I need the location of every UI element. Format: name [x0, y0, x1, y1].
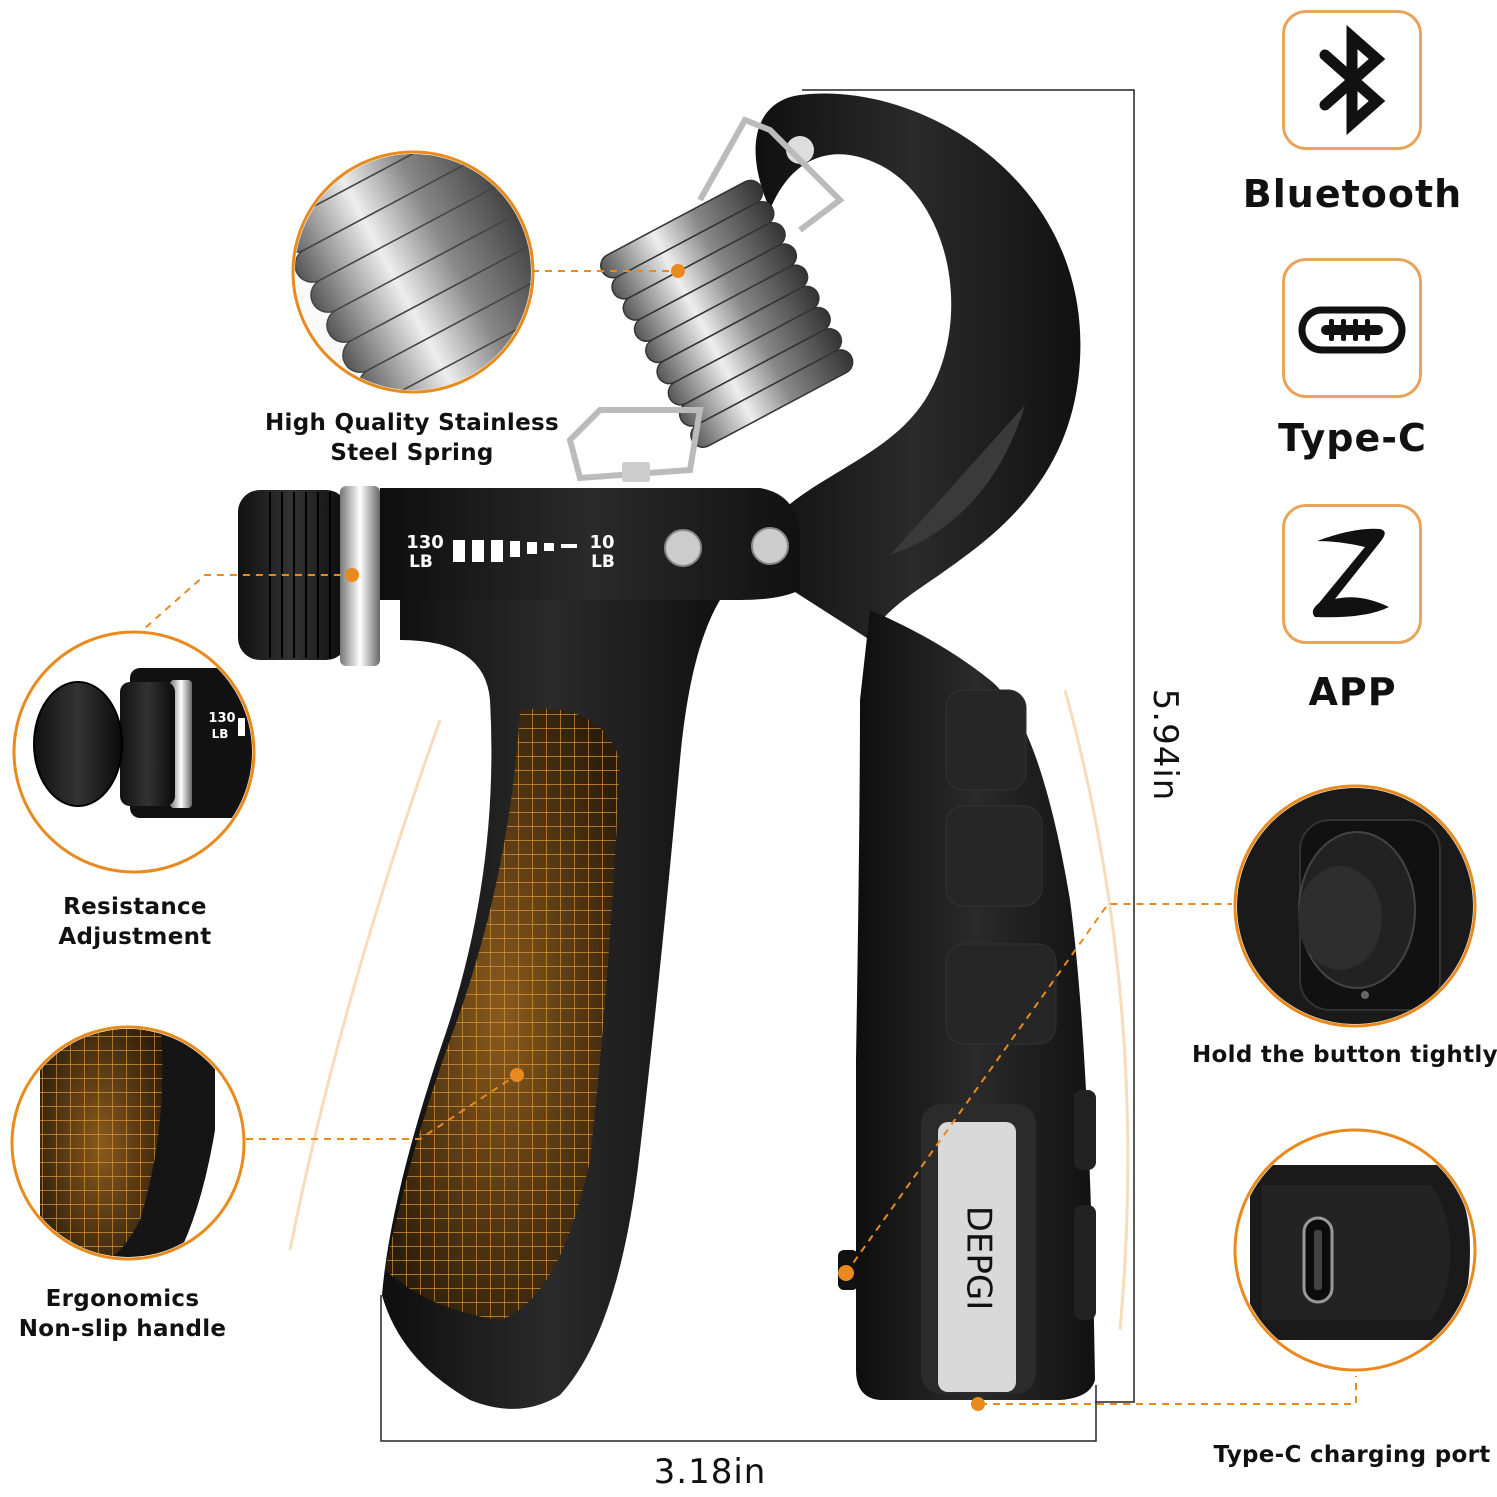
gripper-frame — [380, 488, 800, 600]
resistance-knob — [238, 486, 380, 666]
typec-label: Type-C — [1278, 416, 1427, 460]
app-logo-icon — [1312, 528, 1389, 618]
width-dimension-label: 3.18in — [653, 1452, 767, 1492]
detail-circle-port — [1233, 1128, 1477, 1372]
detail-circle-knob: 130 LB — [12, 630, 256, 874]
svg-text:130: 130 — [208, 711, 235, 726]
gripper-hook — [745, 93, 1081, 640]
spring — [600, 179, 854, 448]
app-feature-box — [1282, 504, 1422, 644]
detail-circle-grip — [10, 1025, 246, 1261]
scale-max-unit: LB — [409, 552, 433, 572]
app-label: APP — [1308, 670, 1397, 714]
usb-c-icon — [1298, 306, 1406, 354]
typec-feature-box — [1282, 258, 1422, 398]
resistance-scale: 130 LB 10 LB — [406, 532, 615, 572]
bluetooth-feature-box — [1282, 10, 1422, 150]
port-callout-label: Type-C charging port — [1213, 1442, 1491, 1468]
spring-callout-label: High Quality Stainless Steel Spring — [265, 410, 559, 466]
detail-circle-button — [1233, 784, 1477, 1028]
ergonomics-callout-label: Ergonomics Non-slip handle — [18, 1286, 227, 1342]
resistance-callout-label: Resistance Adjustment — [58, 894, 212, 950]
callout-lines — [135, 270, 1357, 1405]
scale-min-value: 10 — [589, 532, 614, 553]
height-dimension-label: 5.94in — [1145, 688, 1185, 802]
scale-min-unit: LB — [591, 552, 615, 572]
button-callout-label: Hold the button tightly — [1192, 1042, 1497, 1068]
bluetooth-label: Bluetooth — [1242, 172, 1463, 216]
detail-circle-spring — [291, 150, 535, 394]
svg-text:LB: LB — [212, 727, 229, 741]
bluetooth-icon — [1319, 24, 1386, 136]
brand-label: DEPGI — [959, 1206, 999, 1311]
scale-max-value: 130 — [406, 532, 444, 553]
dimension-lines — [380, 89, 1135, 1442]
